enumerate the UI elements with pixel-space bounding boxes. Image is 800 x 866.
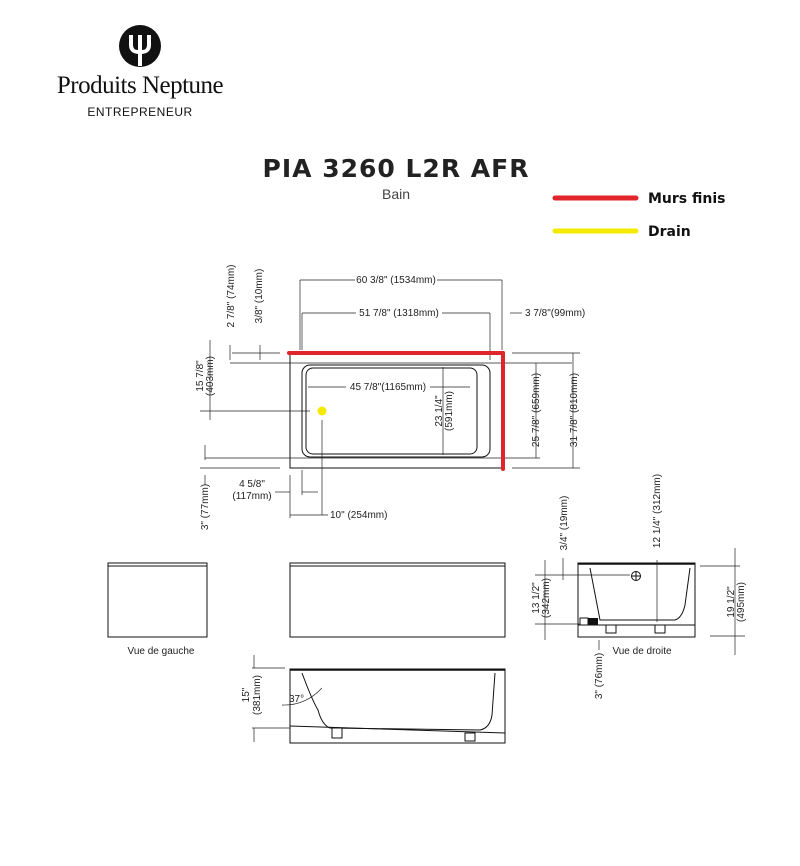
dim-depth-mm: (342mm): [541, 578, 552, 618]
dim-height-in: 19 1/2": [726, 586, 737, 618]
brand-tagline: ENTREPRENEUR: [87, 105, 192, 119]
dim-bottom-rim: 3" (77mm): [200, 484, 211, 530]
left-view-label: Vue de gauche: [128, 646, 195, 657]
legend-label-walls: Murs finis: [648, 191, 726, 207]
dim-bottom-width-in: 23 1/4": [434, 395, 445, 427]
dim-overflow-height: 12 1/4" (312mm): [652, 474, 663, 548]
drain-marker: [317, 406, 327, 416]
dim-depth-in: 13 1/2": [531, 582, 542, 614]
dim-inner-width: 25 7/8" (659mm): [531, 373, 542, 447]
dim-bottom-width-mm: (591mm): [444, 391, 455, 431]
dim-overall-width: 31 7/8" (810mm): [569, 373, 580, 447]
trident-icon: [119, 25, 161, 67]
left-view: [107, 562, 208, 638]
right-view: [535, 548, 745, 655]
dim-drain-left: 10" (254mm): [330, 510, 387, 521]
dim-height-mm: (495mm): [736, 582, 747, 622]
dim-step: 3/8" (10mm): [254, 269, 265, 324]
right-view-label: Vue de droite: [612, 646, 672, 657]
page-title: PIA 3260 L2R AFR: [263, 154, 530, 183]
dim-drain-top-in: 15 7/8": [195, 360, 206, 392]
dim-bottom-length: 45 7/8"(1165mm): [350, 382, 426, 393]
front-view: [289, 562, 506, 638]
dim-section-height-mm: (381mm): [252, 675, 263, 715]
dim-rim: 3/4" (19mm): [559, 496, 570, 551]
dim-section-height-in: 15": [241, 687, 252, 702]
dim-left-rim-mm: (117mm): [232, 491, 271, 502]
section-view: [252, 655, 506, 744]
dim-feet: 3" (76mm): [594, 653, 605, 699]
brand-name: Produits Neptune: [57, 72, 224, 99]
dim-left-rim-in: 4 5/8": [239, 479, 265, 490]
dim-backrest-angle: 37°: [289, 694, 304, 705]
dim-overall-length: 60 3/8" (1534mm): [356, 275, 436, 286]
page-subtitle: Bain: [382, 186, 410, 202]
dim-right-offset: 3 7/8"(99mm): [525, 308, 585, 319]
dim-drain-top-mm: (403mm): [205, 356, 216, 396]
dim-top-rim: 2 7/8" (74mm): [226, 264, 237, 327]
legend-label-drain: Drain: [648, 224, 691, 240]
dim-inner-length: 51 7/8" (1318mm): [359, 308, 439, 319]
